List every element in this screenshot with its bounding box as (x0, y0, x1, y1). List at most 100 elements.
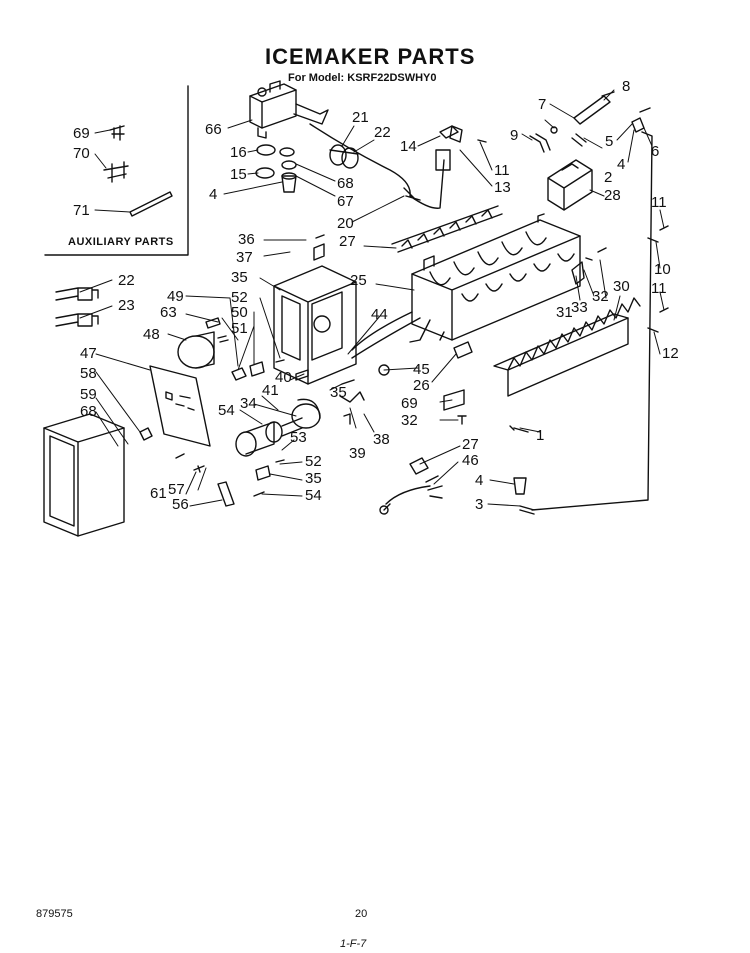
footer-page-number: 20 (355, 908, 368, 920)
callout-label: 22 (118, 272, 135, 289)
model-subtitle: For Model: KSRF22DSWHY0 (288, 72, 437, 84)
callout-label: 53 (290, 429, 307, 446)
leader-lines (79, 89, 665, 507)
callout-label: 15 (230, 166, 247, 183)
bracket-drawing (571, 247, 607, 285)
fill-valve-drawing (249, 80, 329, 139)
callout-label: 51 (231, 320, 248, 337)
callout-label: 32 (592, 288, 609, 305)
callout-label: 26 (413, 377, 430, 394)
inlet-parts-drawing (529, 91, 651, 211)
mounting-plate-drawing (149, 365, 211, 447)
callout-label: 39 (349, 445, 366, 462)
callout-label: 56 (172, 496, 189, 513)
callout-label: 41 (262, 382, 279, 399)
callout-label: 59 (80, 386, 97, 403)
callout-label: 4 (617, 156, 626, 173)
callout-label: 45 (413, 361, 430, 378)
callout-label: 9 (510, 127, 519, 144)
motor-housing-drawing (273, 234, 357, 385)
callout-label: 40 (275, 369, 292, 386)
callout-label: 63 (160, 304, 177, 321)
footer-part-number: 879575 (36, 908, 73, 920)
motor-drawing (177, 317, 221, 369)
callout-label: 23 (118, 297, 135, 314)
callout-label: 16 (230, 144, 247, 161)
callout-label: 35 (330, 384, 347, 401)
callout-label: 69 (401, 395, 418, 412)
heater-drawing (391, 205, 503, 253)
callout-label: 30 (613, 278, 630, 295)
callout-label: 38 (373, 431, 390, 448)
callout-label: 46 (462, 452, 479, 469)
callout-label: 52 (305, 453, 322, 470)
callout-label: 50 (231, 304, 248, 321)
callout-label: 35 (305, 470, 322, 487)
callout-label: 4 (475, 472, 484, 489)
callout-label: 33 (571, 299, 588, 316)
callout-label: 36 (238, 231, 255, 248)
callout-label: 22 (374, 124, 391, 141)
ice-mold-drawing (409, 213, 581, 343)
footer-section-code: 1-F-7 (340, 938, 367, 950)
callout-label: 2 (604, 169, 613, 186)
callout-label: 14 (400, 138, 417, 155)
callout-label: 57 (168, 481, 185, 498)
callout-label: 11 (651, 280, 667, 297)
callout-label: 13 (494, 179, 511, 196)
callout-label: 7 (538, 96, 547, 113)
callout-label: 11 (651, 194, 667, 211)
gear-drawing (139, 427, 153, 441)
cover-drawing (43, 413, 125, 537)
callout-label: 11 (494, 162, 510, 179)
tube-clip-drawing (439, 125, 487, 143)
callout-label: 28 (604, 187, 621, 204)
callout-label: 35 (231, 269, 248, 286)
callout-label: 5 (605, 133, 614, 150)
callout-label: 27 (462, 436, 479, 453)
callout-label: 4 (209, 186, 218, 203)
callout-label: 32 (401, 412, 418, 429)
callout-label: 61 (150, 485, 167, 502)
callout-label: 31 (556, 304, 573, 321)
callout-label: 52 (231, 289, 248, 306)
callout-label: 6 (651, 143, 660, 160)
callout-label: 67 (337, 193, 354, 210)
wire-harness-drawing (379, 457, 443, 515)
callout-label: 8 (622, 78, 631, 95)
foam-plug-drawing (513, 477, 527, 495)
fill-tube-drawing (309, 123, 463, 209)
callout-label: 37 (236, 249, 253, 266)
callout-label: 48 (143, 326, 160, 343)
callout-label: 47 (80, 345, 97, 362)
auxiliary-parts-label: AUXILIARY PARTS (68, 236, 174, 248)
callout-label: 20 (337, 215, 354, 232)
wiring-connectors-drawing (55, 287, 99, 327)
callout-label: 44 (371, 306, 388, 323)
callout-label: 68 (80, 403, 97, 420)
callout-label: 70 (73, 145, 90, 162)
callout-label: 54 (218, 402, 235, 419)
clip-drawing-10-12 (647, 225, 669, 333)
callout-label: 1 (536, 427, 545, 444)
callout-label: 69 (73, 125, 90, 142)
callout-label: 49 (167, 288, 184, 305)
callout-label: 27 (339, 233, 356, 250)
cam-assembly-drawing (235, 379, 365, 457)
callout-label: 12 (662, 345, 679, 362)
callout-label: 54 (305, 487, 322, 504)
shaft-parts-drawing (295, 369, 351, 425)
page-title: ICEMAKER PARTS (265, 44, 476, 69)
ice-stripper-drawing (493, 297, 641, 397)
callout-label: 71 (73, 202, 90, 219)
callout-label: 34 (240, 395, 257, 412)
callout-label: 3 (475, 496, 484, 513)
switch-lever-drawing (175, 453, 285, 507)
auxiliary-box-outline (44, 85, 189, 256)
callout-label: 58 (80, 365, 97, 382)
aux-parts-drawing (103, 125, 173, 217)
callout-label: 10 (654, 261, 671, 278)
callout-label: 68 (337, 175, 354, 192)
